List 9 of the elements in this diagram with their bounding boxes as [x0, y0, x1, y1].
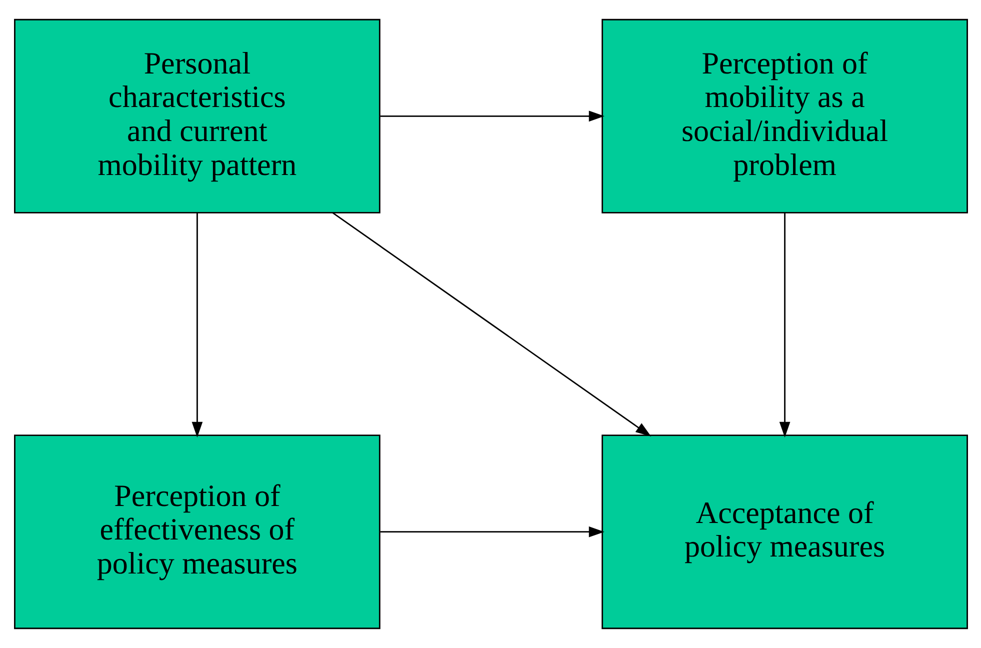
- node-box: Acceptance of policy measures: [601, 434, 968, 630]
- arrow: [380, 526, 604, 538]
- node-box: Personal characteristics and current mobility pattern: [14, 18, 380, 214]
- arrow: [778, 212, 790, 438]
- node-box: Perception of mobility as a social/individual problem: [601, 18, 968, 214]
- arrow: [332, 212, 651, 437]
- arrow: [191, 212, 202, 438]
- arrow: [380, 110, 604, 122]
- node-box: Perception of effectiveness of policy measures: [14, 434, 380, 630]
